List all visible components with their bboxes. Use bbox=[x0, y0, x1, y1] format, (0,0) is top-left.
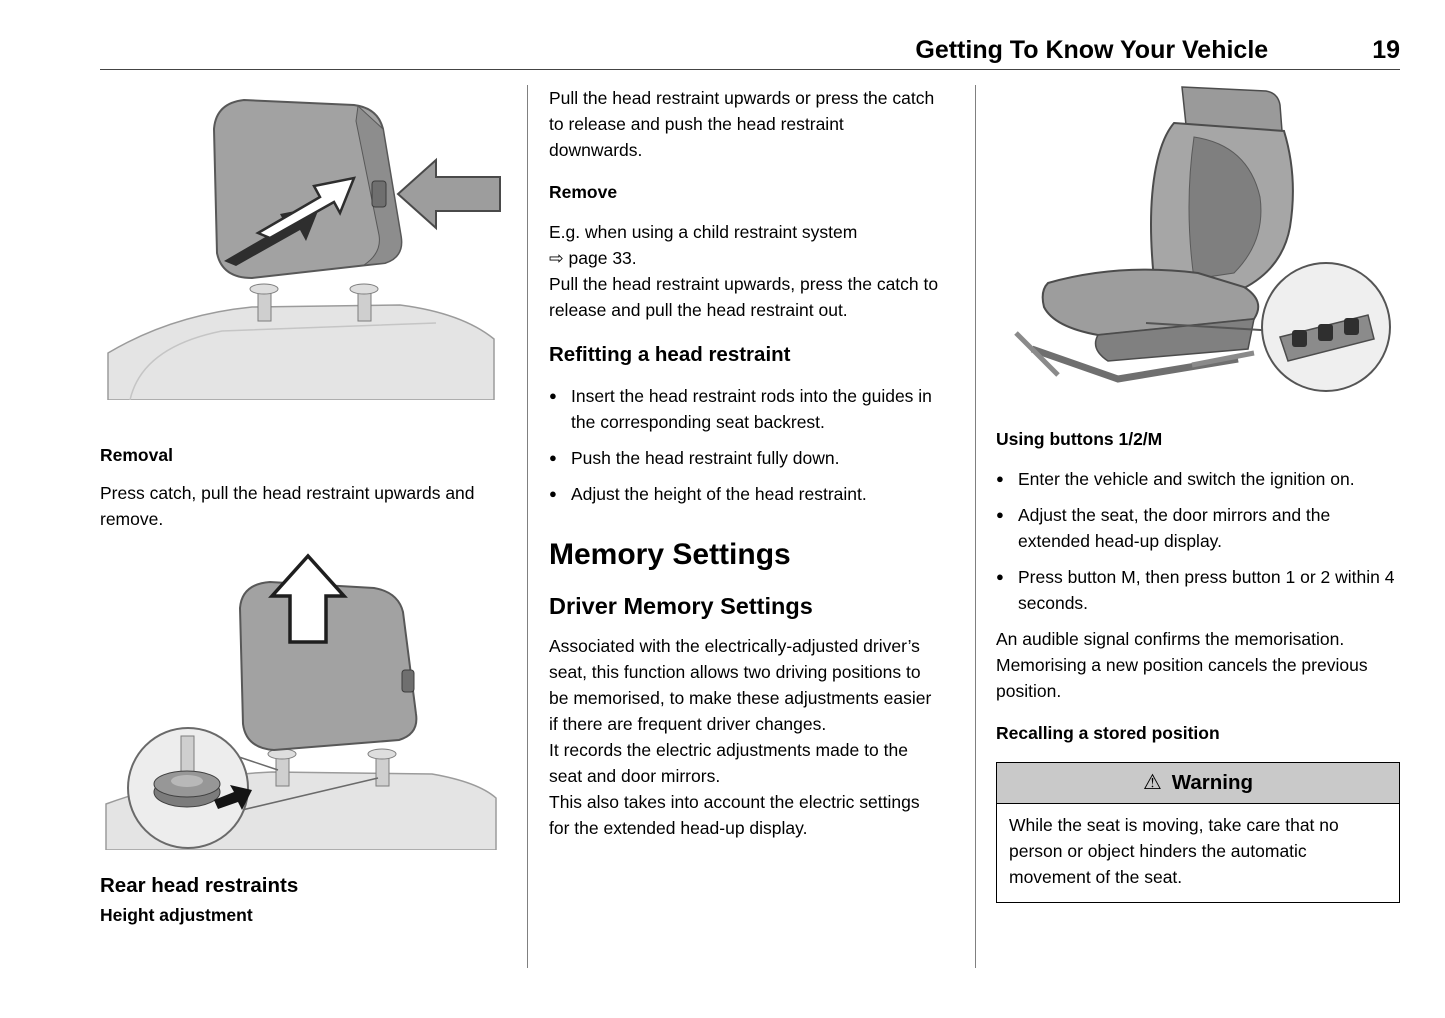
warning-body-text: While the seat is moving, take care that… bbox=[1009, 815, 1339, 887]
arrow-diagonal-outline bbox=[255, 176, 357, 240]
list-item: Adjust the height of the head restraint. bbox=[549, 481, 941, 507]
warning-icon: ⚠ bbox=[1142, 771, 1162, 794]
figure2-caption-title: Rear head restraints bbox=[100, 874, 299, 897]
figure-head-restraint-removal bbox=[107, 98, 501, 400]
figure-driver-seat-memory bbox=[1014, 86, 1391, 392]
bullet-text: Push the head restraint fully down. bbox=[571, 448, 840, 468]
remove-paragraph-line1: E.g. when using a child restraint system bbox=[549, 222, 858, 242]
list-item: Adjust the seat, the door mirrors and th… bbox=[996, 502, 1400, 554]
heading-remove: Remove bbox=[549, 182, 618, 202]
remove-paragraph-line2-page-ref: ⇨ page 33. bbox=[549, 248, 637, 268]
bullet-text: Enter the vehicle and switch the ignitio… bbox=[1018, 469, 1355, 489]
memory-paragraph-1: Associated with the electrically-adjuste… bbox=[549, 636, 932, 734]
header-divider bbox=[100, 69, 1400, 70]
arrow-knob bbox=[214, 785, 252, 810]
column-divider-left bbox=[527, 85, 528, 968]
warning-header: ⚠ Warning bbox=[997, 763, 1399, 804]
column-left: Removal Press catch, pull the head restr… bbox=[100, 85, 502, 928]
page-number: 19 bbox=[1372, 36, 1400, 64]
bullet-text: Adjust the seat, the door mirrors and th… bbox=[1018, 505, 1331, 551]
list-item: Push the head restraint fully down. bbox=[549, 445, 941, 471]
intro-paragraph: Pull the head restraint upwards or press… bbox=[549, 88, 935, 160]
memory-steps-bullet-list: Enter the vehicle and switch the ignitio… bbox=[996, 466, 1400, 616]
bullet-text: Adjust the height of the head restraint. bbox=[571, 484, 867, 504]
figure-rear-head-restraint bbox=[105, 553, 497, 850]
column-right: Using buttons 1/2/M Enter the vehicle an… bbox=[996, 85, 1400, 903]
heading-driver-memory: Driver Memory Settings bbox=[549, 593, 813, 619]
bullet-text: Insert the head restraint rods into the … bbox=[571, 386, 932, 432]
figure2-caption-sub: Height adjustment bbox=[100, 905, 253, 925]
memory-paragraph-2: It records the electric adjustments made… bbox=[549, 740, 908, 786]
arrow-up bbox=[268, 553, 348, 644]
heading-recalling: Recalling a stored position bbox=[996, 723, 1220, 743]
refitting-bullet-list: Insert the head restraint rods into the … bbox=[549, 383, 941, 507]
page-title: Getting To Know Your Vehicle bbox=[915, 36, 1269, 64]
list-item: Enter the vehicle and switch the ignitio… bbox=[996, 466, 1400, 492]
figure1-caption: Removal bbox=[100, 445, 173, 465]
warning-title: Warning bbox=[1171, 771, 1254, 794]
memory-paragraph-3: This also takes into account the electri… bbox=[549, 792, 920, 838]
bullet-text: Press button M, then press button 1 or 2… bbox=[1018, 567, 1395, 613]
remove-paragraph-2: Pull the head restraint upwards, press t… bbox=[549, 274, 939, 320]
heading-refitting: Refitting a head restraint bbox=[549, 343, 791, 366]
memory-button-m bbox=[1344, 318, 1359, 335]
memory-button-1 bbox=[1292, 330, 1307, 347]
list-item: Press button M, then press button 1 or 2… bbox=[996, 564, 1400, 616]
memory-button-2 bbox=[1318, 324, 1333, 341]
warning-box: ⚠ Warning While the seat is moving, take … bbox=[996, 762, 1400, 903]
removal-paragraph: Press catch, pull the head restraint upw… bbox=[100, 483, 475, 529]
arrow-press-catch bbox=[396, 157, 501, 231]
column-middle: Pull the head restraint upwards or press… bbox=[549, 85, 941, 841]
list-item: Insert the head restraint rods into the … bbox=[549, 383, 941, 435]
page-header: Getting To Know Your Vehicle 19 bbox=[100, 36, 1400, 65]
catch-slot bbox=[371, 180, 387, 208]
heading-using-buttons: Using buttons 1/2/M bbox=[996, 429, 1163, 449]
heading-memory-settings: Memory Settings bbox=[549, 538, 791, 571]
column-divider-right bbox=[975, 85, 976, 968]
audible-signal-paragraph: An audible signal confirms the memorisat… bbox=[996, 629, 1368, 701]
